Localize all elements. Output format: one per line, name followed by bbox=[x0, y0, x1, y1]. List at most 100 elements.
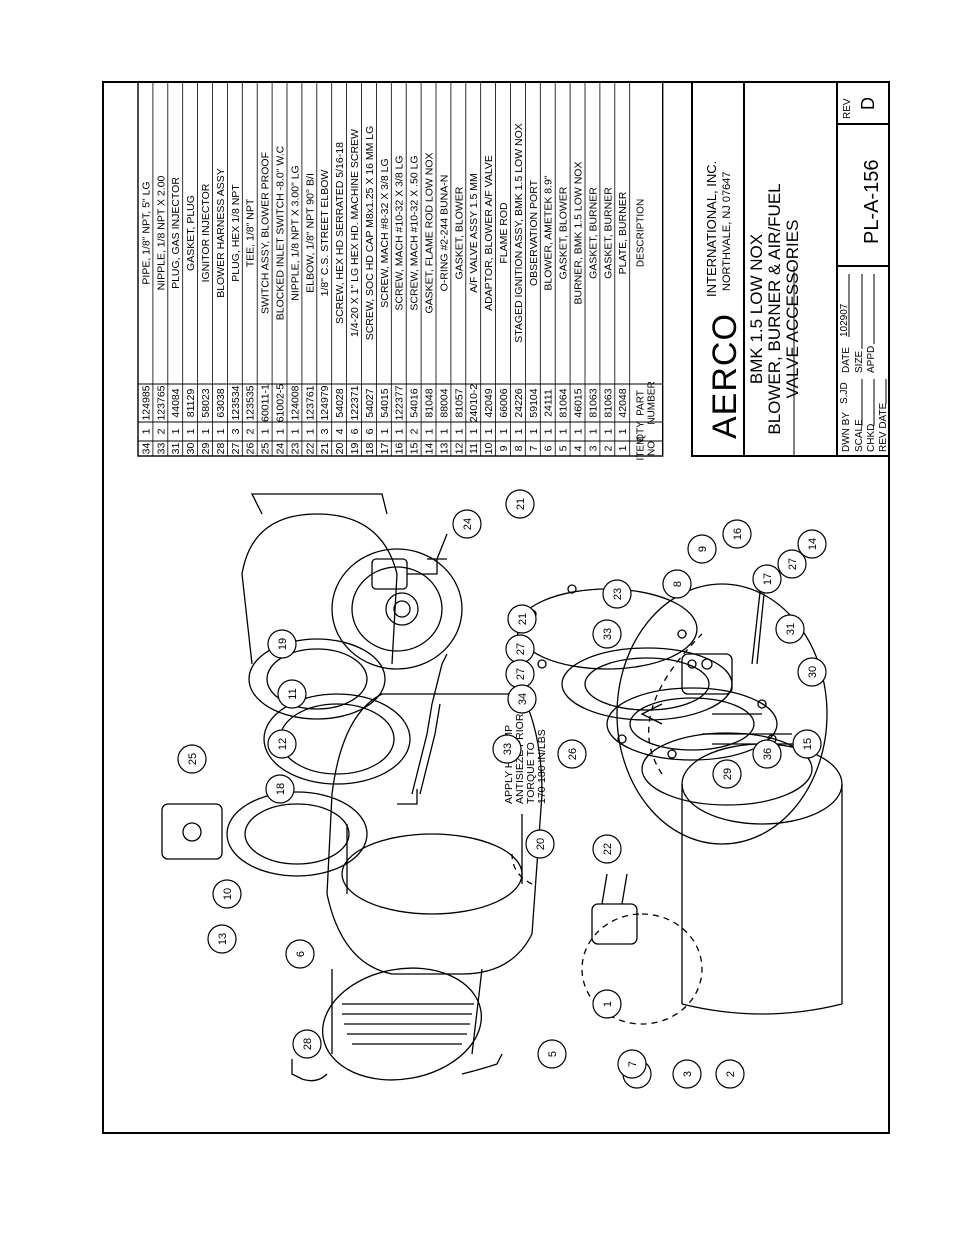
balloon-label: 31 bbox=[785, 623, 797, 635]
bom-qty: 1 bbox=[587, 428, 599, 434]
bom-description: SCREW, HEX HD SERRATED 5/16-18 bbox=[334, 142, 346, 324]
balloon-label: 21 bbox=[517, 613, 529, 625]
bom-description: A/F VALVE ASSY 1.5 MM bbox=[468, 173, 480, 293]
bom-part-number: 63038 bbox=[215, 388, 227, 417]
bom-part-number: 42049 bbox=[483, 388, 495, 417]
bom-description: BLOWER HARNESS ASSY bbox=[215, 168, 227, 298]
bom-description: TEE, 1/8" NPT bbox=[245, 198, 257, 267]
bom-item-no: 18 bbox=[364, 443, 376, 455]
balloon-label: 21 bbox=[515, 498, 527, 510]
balloon-label: 13 bbox=[217, 933, 229, 945]
bom-qty: 1 bbox=[543, 428, 555, 434]
rev-date-label: REV DATE bbox=[878, 402, 889, 452]
bom-part-number: 88004 bbox=[438, 388, 450, 417]
balloon-circle bbox=[752, 739, 782, 769]
callout-balloon: 18 bbox=[265, 774, 295, 804]
balloon-circle bbox=[687, 534, 717, 564]
bom-qty: 2 bbox=[409, 428, 421, 434]
balloon-label: 8 bbox=[672, 581, 684, 587]
bom-description: FLAME ROD bbox=[498, 202, 510, 264]
callout-balloon: 2 bbox=[715, 1059, 745, 1089]
callout-balloon: 29 bbox=[712, 759, 742, 789]
bom-part-number: 123765 bbox=[155, 385, 167, 420]
balloon-label: 24 bbox=[462, 518, 474, 530]
balloon-label: 28 bbox=[302, 1038, 314, 1050]
chkd-label: CHKD bbox=[866, 424, 877, 452]
bom-item-no: 8 bbox=[513, 445, 525, 451]
callout-balloon: 7 bbox=[617, 1049, 647, 1079]
bom-description: ADAPTOR, BLOWER A/F VALVE bbox=[483, 155, 495, 311]
balloon-circle bbox=[792, 729, 822, 759]
balloon-label: 15 bbox=[802, 738, 814, 750]
balloon-circle bbox=[525, 829, 555, 859]
bom-description: PLATE, BURNER bbox=[617, 191, 629, 274]
callout-balloon: 24 bbox=[452, 509, 482, 539]
bom-item-no: 34 bbox=[140, 443, 152, 455]
bom-part-number: 123534 bbox=[230, 385, 242, 420]
callout-balloon: 26 bbox=[557, 739, 587, 769]
bom-part-number: 58023 bbox=[200, 388, 212, 417]
callout-balloon: 12 bbox=[267, 729, 297, 759]
balloon-circle bbox=[722, 519, 752, 549]
bom-part-number: 123535 bbox=[245, 385, 257, 420]
callout-balloon: 3 bbox=[672, 1059, 702, 1089]
drawing-title-3: VALVE ACCESSORIES bbox=[783, 220, 802, 399]
bom-description: SCREW, SOC HD CAP M8x1.25 X 16 MM LG bbox=[364, 126, 376, 341]
bom-item-no: 14 bbox=[424, 443, 436, 455]
blower-adaptor bbox=[161, 791, 368, 877]
bom-item-no: 13 bbox=[438, 443, 450, 455]
balloon-circle bbox=[212, 879, 242, 909]
bom-qty: 2 bbox=[155, 428, 167, 434]
balloon-circle bbox=[662, 569, 692, 599]
balloon-label: 17 bbox=[762, 573, 774, 585]
bom-item-no: 1 bbox=[617, 445, 629, 451]
bom-description: IGNITOR INJECTOR bbox=[200, 183, 212, 282]
bom-item-no: 11 bbox=[468, 443, 480, 454]
appd-label: APPD bbox=[866, 346, 877, 373]
bom-item-no: 27 bbox=[230, 443, 242, 455]
bom-qty: 1 bbox=[498, 428, 510, 434]
balloon-circle bbox=[452, 509, 482, 539]
balloon-circle bbox=[797, 657, 827, 687]
bom-part-number: 54016 bbox=[409, 388, 421, 417]
callout-balloon: 8 bbox=[662, 569, 692, 599]
callout-balloon: 30 bbox=[797, 657, 827, 687]
burner-body bbox=[681, 743, 843, 1015]
bom-part-number: 59104 bbox=[528, 388, 540, 417]
bom-part-number: 60011-1 bbox=[260, 384, 272, 422]
bom-part-number: 122371 bbox=[349, 385, 361, 420]
bom-qty: 1 bbox=[453, 428, 465, 434]
bom-item-no: 21 bbox=[319, 443, 331, 455]
bom-item-no: 30 bbox=[185, 443, 197, 455]
note-line-3: TORQUE TO bbox=[525, 742, 537, 804]
callout-balloon: 19 bbox=[267, 629, 297, 659]
callout-balloon: 10 bbox=[212, 879, 242, 909]
bom-qty: 1 bbox=[289, 428, 301, 434]
balloon-circle bbox=[712, 759, 742, 789]
callout-balloon: 14 bbox=[797, 529, 827, 559]
bom-qty: 6 bbox=[349, 428, 361, 434]
balloon-circle bbox=[207, 924, 237, 954]
bom-item-no: 23 bbox=[289, 443, 301, 455]
bom-item-no: 20 bbox=[334, 443, 346, 455]
callout-balloon: 5 bbox=[537, 1039, 567, 1069]
callout-balloon: 11 bbox=[277, 679, 307, 709]
balloon-label: 16 bbox=[732, 528, 744, 540]
rotated-drawing: AERCO INTERNATIONAL, INC. NORTHVALE, NJ … bbox=[102, 80, 891, 1134]
balloon-label: 33 bbox=[602, 628, 614, 640]
